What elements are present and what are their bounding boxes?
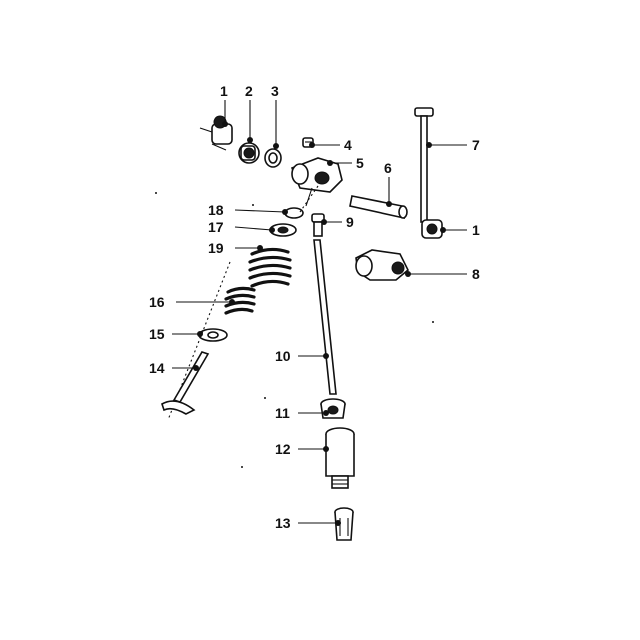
callout-15: 15 [149,326,165,342]
part-14-valve [161,261,231,421]
callout-13: 13 [275,515,291,531]
callout-7: 7 [472,137,480,153]
part-10-push-rod [313,239,337,395]
callout-18: 18 [208,202,224,218]
part-8-rocker-arm [355,249,409,281]
part-1-eccentric-left [199,115,233,151]
part-5-rocker-arm [290,157,343,207]
callout-12: 12 [275,441,291,457]
part-17-spring-retainer [269,223,297,237]
callout-1-top: 1 [220,83,228,99]
part-19-outer-spring [248,247,292,288]
callout-4: 4 [344,137,352,153]
callout-2: 2 [245,83,253,99]
callout-1-right: 1 [472,222,480,238]
callout-5: 5 [356,155,364,171]
part-15-spring-seat [198,328,228,342]
part-6-rocker-shaft [349,195,408,220]
part-12-tappet-guide [325,427,355,489]
callout-3: 3 [271,83,279,99]
callout-17: 17 [208,219,224,235]
callout-8: 8 [472,266,480,282]
callout-14: 14 [149,360,165,376]
callout-11: 11 [275,405,290,421]
part-3-ring-washer [264,148,282,168]
part-9-adjusting-screw [311,213,325,237]
part-16-inner-spring [224,286,256,315]
callout-10: 10 [275,348,291,364]
part-7-long-bolt [414,107,434,223]
leader-lines [172,100,467,526]
part-1-eccentric-right [421,219,443,239]
callout-19: 19 [208,240,224,256]
part-2-bushing [238,142,260,164]
callout-9: 9 [346,214,354,230]
callout-16: 16 [149,294,165,310]
callout-6: 6 [384,160,392,176]
